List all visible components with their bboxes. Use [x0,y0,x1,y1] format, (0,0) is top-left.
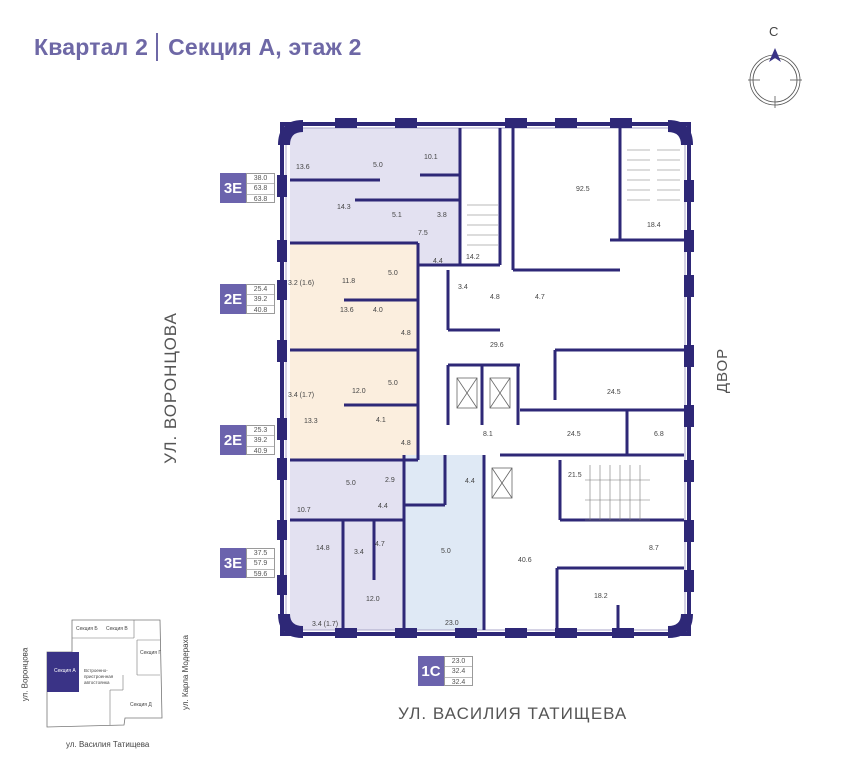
apartment-areas: 25.4 39.2 40.8 [246,284,275,314]
room-area: 4.4 [465,478,475,485]
room-area: 21.5 [568,472,582,479]
room-area: 5.0 [441,548,451,555]
room-area: 23.0 [445,620,459,627]
total-area: 32.4 [445,667,472,678]
room-area: 12.0 [352,388,366,395]
room-area: 5.0 [373,162,383,169]
room-area: 5.0 [388,380,398,387]
apartment-badge[interactable]: 3Е 38.0 63.8 63.8 [220,173,275,203]
room-area: 7.5 [418,230,428,237]
room-area: 18.4 [647,222,661,229]
site-minimap: Секция А Секция Б Секция В Секция Г Секц… [20,610,190,760]
total-area: 39.2 [247,436,274,447]
apartment-type: 3Е [220,548,246,578]
minimap-courtyard: Встроенно-пристроенная автостоянка [84,668,114,685]
room-area: 4.0 [373,307,383,314]
room-area: 14.2 [466,254,480,261]
room-area: 4.4 [378,503,388,510]
section-floor-label: Секция А, этаж 2 [168,34,362,60]
room-area: 13.6 [340,307,354,314]
room-area: 3.4 [354,549,364,556]
room-area: 10.7 [297,507,311,514]
room-area: 11.8 [342,278,356,285]
apartment-badge[interactable]: 2Е 25.4 39.2 40.8 [220,284,275,314]
room-area: 2.9 [385,477,395,484]
total-area-with-balcony: 32.4 [451,678,466,686]
room-area: 3.8 [437,212,447,219]
compass-north-icon: С [740,24,810,110]
room-area: 14.3 [337,204,351,211]
quarter-label: Квартал 2 [34,34,149,60]
living-area: 25.3 [247,426,274,437]
room-area: 12.0 [366,596,380,603]
minimap-street-left: ул. Воронцова [20,647,30,702]
room-area: 14.8 [316,545,330,552]
minimap-street-bottom: ул. Василия Татищева [66,740,150,749]
room-area: 40.6 [518,557,532,564]
total-area-with-balcony: 63.8 [253,195,268,203]
room-area: 5.1 [392,212,402,219]
room-area: 4.7 [535,294,545,301]
title-divider [156,32,159,61]
total-area-with-balcony: 40.8 [253,306,268,314]
room-area: 3.2 (1.6) [288,280,315,287]
room-area: 4.7 [375,541,385,548]
apartment-type: 2Е [220,284,246,314]
apartment-areas: 38.0 63.8 63.8 [246,173,275,203]
minimap-section-a: Секция А [54,668,76,674]
room-area: 92.5 [576,186,590,193]
minimap-section-g: Секция Г [140,650,162,656]
apartment-type: 2Е [220,425,246,455]
minimap-section-v: Секция В [106,626,128,632]
apartment-badge[interactable]: 2Е 25.3 39.2 40.9 [220,425,275,455]
room-area: 5.0 [388,270,398,277]
room-area: 8.1 [483,431,493,438]
minimap-section-d: Секция Д [130,702,152,708]
room-area: 8.7 [649,545,659,552]
room-area: 3.4 (1.7) [312,621,339,628]
room-area: 4.4 [433,258,443,265]
total-area: 63.8 [247,184,274,195]
page-title: Квартал 2 Секция А, этаж 2 [34,32,362,63]
room-area: 18.2 [594,593,608,600]
room-area: 24.5 [607,389,621,396]
apartment-badge[interactable]: 3Е 37.5 57.9 59.6 [220,548,275,578]
apartment-areas: 23.0 32.4 32.4 [444,656,473,686]
room-area: 5.0 [346,480,356,487]
room-area: 13.6 [296,164,310,171]
room-area: 4.8 [490,294,500,301]
total-area-with-balcony: 40.9 [253,447,268,455]
room-area: 24.5 [567,431,581,438]
room-area: 4.1 [376,417,386,424]
living-area: 23.0 [445,657,472,668]
apartment-type: 3Е [220,173,246,203]
total-area-with-balcony: 59.6 [253,570,268,578]
total-area: 57.9 [247,559,274,570]
room-area: 4.8 [401,440,411,447]
room-area: 29.6 [490,342,504,349]
room-area: 10.1 [424,154,438,161]
apartment-badge[interactable]: 1С 23.0 32.4 32.4 [418,656,473,686]
room-area: 3.4 [458,284,468,291]
living-area: 37.5 [247,549,274,560]
apartment-areas: 37.5 57.9 59.6 [246,548,275,578]
apartment-areas: 25.3 39.2 40.9 [246,425,275,455]
room-area: 6.8 [654,431,664,438]
living-area: 38.0 [247,174,274,185]
minimap-section-b: Секция Б [76,626,98,632]
street-bottom-label: УЛ. ВАСИЛИЯ ТАТИЩЕВА [398,704,628,723]
living-area: 25.4 [247,285,274,296]
room-area: 3.4 (1.7) [288,392,315,399]
minimap-street-right: ул. Карла Модераха [180,635,190,710]
apartment-type: 1С [418,656,444,686]
compass-north-label: С [769,24,779,39]
room-area: 13.3 [304,418,318,425]
total-area: 39.2 [247,295,274,306]
room-area: 4.8 [401,330,411,337]
